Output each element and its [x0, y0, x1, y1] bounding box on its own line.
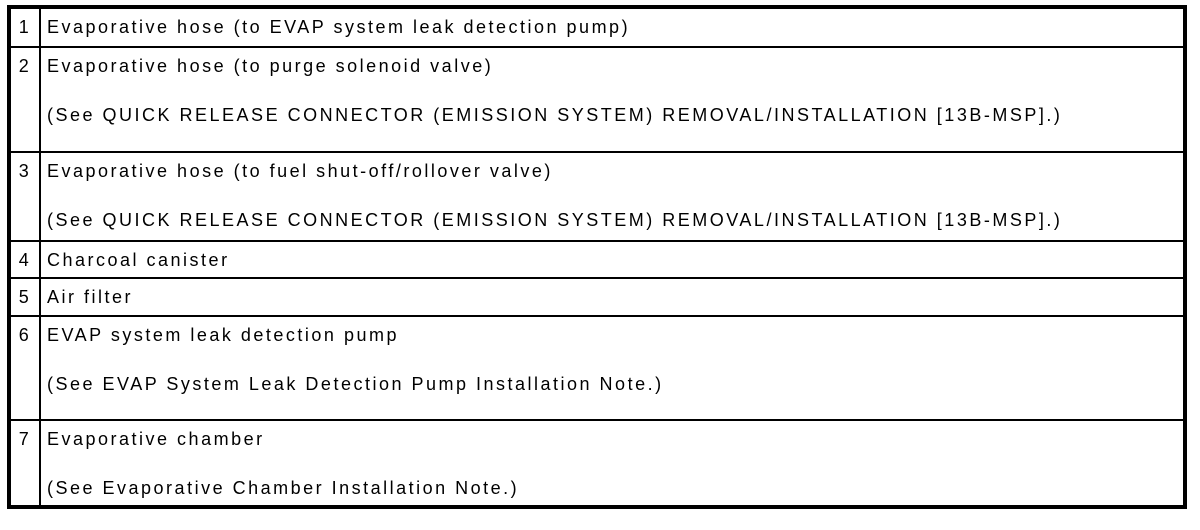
item-description: Evaporative chamber	[47, 429, 265, 449]
item-note: (See QUICK RELEASE CONNECTOR (EMISSION S…	[47, 210, 1063, 230]
item-number-cell: 2	[8, 46, 41, 153]
table-row: 1 Evaporative hose (to EVAP system leak d…	[8, 6, 1186, 48]
item-number-cell: 4	[8, 240, 41, 279]
item-description-cell: Evaporative hose (to fuel shut-off/rollo…	[39, 151, 1186, 242]
item-description-cell: Evaporative hose (to EVAP system leak de…	[39, 6, 1186, 48]
table-body: 1 Evaporative hose (to EVAP system leak d…	[8, 6, 1186, 508]
item-number-cell: 7	[8, 419, 41, 508]
item-description: Evaporative hose (to purge solenoid valv…	[47, 56, 494, 76]
item-description: Evaporative hose (to EVAP system leak de…	[47, 17, 631, 37]
item-note: (See EVAP System Leak Detection Pump Ins…	[47, 374, 664, 394]
item-description: Charcoal canister	[47, 250, 230, 270]
table-row: 6 EVAP system leak detection pump (See EVA…	[8, 315, 1186, 421]
item-description: Air filter	[47, 287, 134, 307]
table-row: 7 Evaporative chamber (See Evaporative Cha…	[8, 419, 1186, 508]
table-row: 4 Charcoal canister	[8, 240, 1186, 279]
item-description-cell: Evaporative hose (to purge solenoid valv…	[39, 46, 1186, 153]
item-description: EVAP system leak detection pump	[47, 325, 399, 345]
item-number-cell: 3	[8, 151, 41, 242]
item-description: Evaporative hose (to fuel shut-off/rollo…	[47, 161, 553, 181]
table-row: 3 Evaporative hose (to fuel shut-off/roll…	[8, 151, 1186, 242]
item-number-cell: 5	[8, 277, 41, 317]
item-number-cell: 1	[8, 6, 41, 48]
item-note: (See QUICK RELEASE CONNECTOR (EMISSION S…	[47, 105, 1063, 125]
item-note: (See Evaporative Chamber Installation No…	[47, 478, 520, 498]
item-description-cell: Charcoal canister	[39, 240, 1186, 279]
parts-table: 1 Evaporative hose (to EVAP system leak d…	[7, 5, 1187, 509]
table-row: 5 Air filter	[8, 277, 1186, 317]
item-description-cell: Air filter	[39, 277, 1186, 317]
item-description-cell: EVAP system leak detection pump (See EVAP…	[39, 315, 1186, 421]
table-row: 2 Evaporative hose (to purge solenoid val…	[8, 46, 1186, 153]
item-number-cell: 6	[8, 315, 41, 421]
item-description-cell: Evaporative chamber (See Evaporative Cham…	[39, 419, 1186, 508]
